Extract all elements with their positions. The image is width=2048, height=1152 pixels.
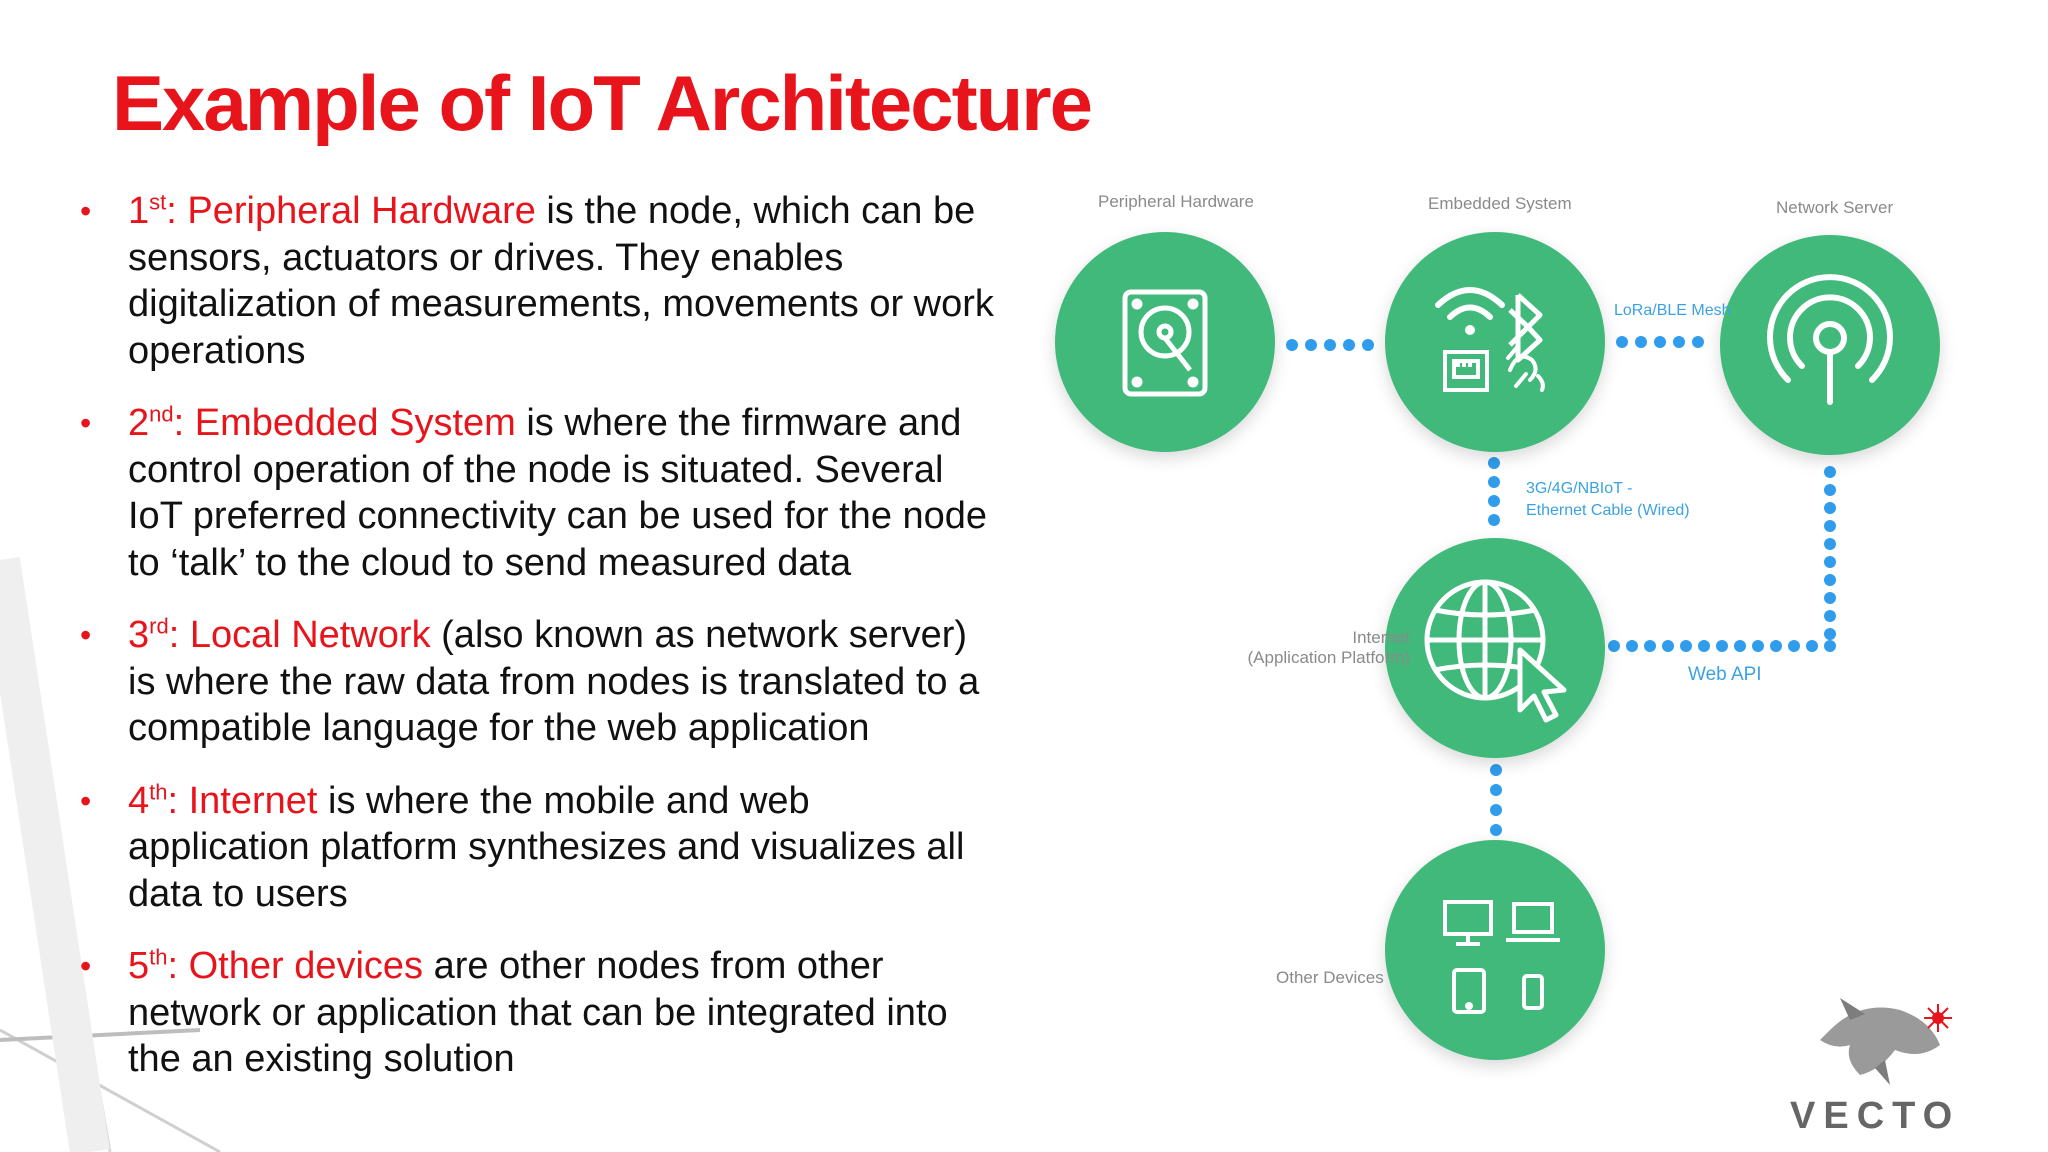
bullet-item: • 2nd: Embedded System is where the firm… bbox=[80, 401, 988, 584]
bullet-dot: • bbox=[80, 193, 92, 229]
link-embedded-server bbox=[1616, 336, 1704, 348]
bullet-dot: • bbox=[80, 405, 92, 441]
link-peripheral-embedded bbox=[1286, 339, 1374, 351]
node-network-server bbox=[1720, 235, 1940, 455]
bullet-item: • 5th: Other devices are other nodes fro… bbox=[80, 944, 948, 1080]
label-network-server: Network Server bbox=[1776, 198, 1894, 217]
label-peripheral-hardware: Peripheral Hardware bbox=[1098, 192, 1254, 211]
bullet-item: • 4th: Internet is where the mobile and … bbox=[80, 778, 965, 915]
bullet-dot: • bbox=[80, 617, 92, 653]
desktop-icon bbox=[1443, 900, 1493, 946]
vecto-wordmark: VECTO bbox=[1790, 1095, 1960, 1137]
node-peripheral-hardware bbox=[1055, 232, 1275, 452]
label-other-devices: Other Devices bbox=[1276, 968, 1384, 987]
bullet-dot: • bbox=[80, 782, 92, 819]
hard-drive-icon bbox=[1122, 289, 1208, 397]
cursor-icon bbox=[1517, 647, 1567, 723]
zigbee-icon bbox=[1506, 344, 1545, 392]
tablet-icon bbox=[1452, 968, 1486, 1014]
antenna-icon bbox=[1767, 274, 1893, 405]
link-internet-devices bbox=[1490, 764, 1502, 836]
page-title: Example of IoT Architecture bbox=[112, 59, 1093, 147]
link-server-internet bbox=[1608, 466, 1836, 652]
svg-text:VECTO: VECTO bbox=[1790, 1095, 1960, 1130]
link-embedded-internet bbox=[1488, 457, 1500, 526]
vecto-labs-logo: VECTO bbox=[1790, 990, 2020, 1137]
wifi-icon bbox=[1435, 287, 1505, 335]
phone-icon bbox=[1522, 974, 1544, 1010]
mascot-icon bbox=[1820, 998, 1952, 1085]
node-embedded-system bbox=[1385, 232, 1605, 452]
label-embedded-system: Embedded System bbox=[1428, 194, 1572, 213]
label-web-api: Web API bbox=[1688, 664, 1762, 685]
bullet-list: • 1st: Peripheral Hardware is the node, … bbox=[80, 188, 1040, 1109]
laptop-icon bbox=[1506, 902, 1560, 942]
label-internet: Internet(Application Platform) bbox=[1247, 628, 1410, 667]
bullet-dot: • bbox=[80, 948, 92, 984]
iot-architecture-diagram: Peripheral Hardware Embedded System Netw… bbox=[1040, 180, 2040, 1120]
node-internet bbox=[1385, 538, 1605, 758]
label-lora-ble: LoRa/BLE Mesh bbox=[1614, 302, 1731, 319]
bullet-item: • 3rd: Local Network (also known as netw… bbox=[80, 613, 980, 749]
label-cellular-ethernet: 3G/4G/NBIoT -Ethernet Cable (Wired) bbox=[1526, 480, 1690, 519]
bullet-item: • 1st: Peripheral Hardware is the node, … bbox=[80, 189, 994, 372]
bluetooth-icon bbox=[1508, 293, 1543, 363]
node-other-devices bbox=[1385, 840, 1605, 1060]
ethernet-port-icon bbox=[1443, 350, 1489, 392]
